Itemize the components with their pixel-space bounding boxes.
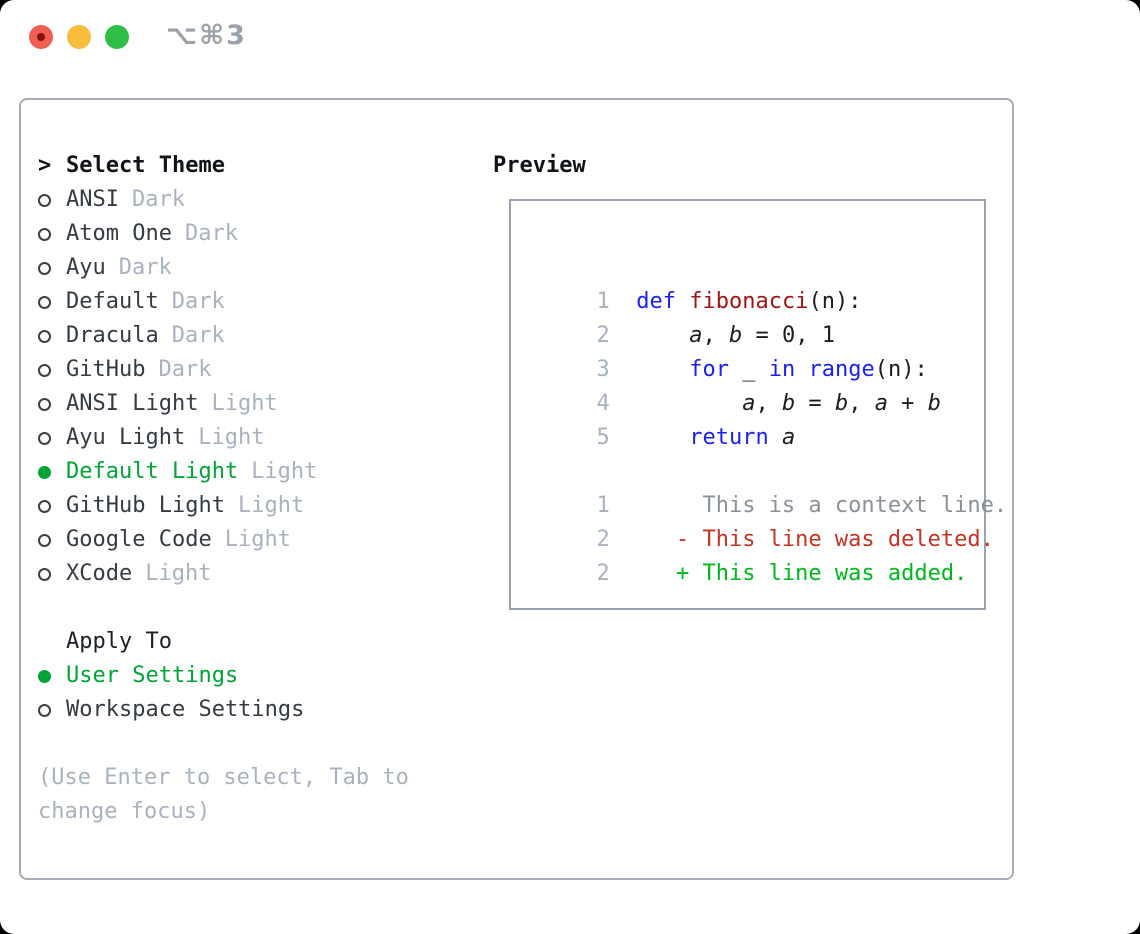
line-number: 1 [596, 493, 610, 518]
hint-text-line2: change focus) [38, 799, 211, 824]
code-line: 5 return a [596, 425, 796, 450]
radio-icon[interactable] [38, 533, 51, 547]
select-theme-header: > Select Theme [38, 149, 409, 183]
radio-icon[interactable] [38, 431, 51, 445]
record-dot-icon [37, 33, 45, 41]
radio-icon[interactable] [38, 261, 51, 275]
prompt-chevron-icon: > [38, 153, 52, 178]
line-number: 2 [596, 323, 610, 348]
theme-option-ayu-light[interactable]: Ayu Light Light [38, 421, 409, 455]
radio-icon[interactable] [38, 499, 51, 513]
line-number: 3 [596, 357, 610, 382]
theme-option-ayu-dark[interactable]: Ayu Dark [38, 251, 409, 285]
theme-option-ansi-dark[interactable]: ANSI Dark [38, 183, 409, 217]
theme-picker-panel [19, 98, 1014, 880]
apply-option-user-settings[interactable]: User Settings [38, 659, 409, 693]
line-number: 5 [596, 425, 610, 450]
theme-option-default-dark[interactable]: Default Dark [38, 285, 409, 319]
radio-icon[interactable] [38, 363, 51, 377]
radio-icon[interactable] [38, 227, 51, 241]
select-theme-title: Select Theme [66, 153, 225, 178]
radio-selected-icon[interactable] [38, 669, 51, 683]
theme-option-xcode-light[interactable]: XCode Light [38, 557, 409, 591]
line-number: 1 [596, 289, 610, 314]
hint-text-line1: (Use Enter to select, Tab to [38, 765, 409, 790]
radio-icon[interactable] [38, 567, 51, 581]
radio-icon[interactable] [38, 193, 51, 207]
theme-option-github-dark[interactable]: GitHub Dark [38, 353, 409, 387]
code-line: 3 for _ in range(n): [596, 357, 928, 382]
window-shortcut-label: ⌥⌘3 [166, 20, 247, 51]
window-controls [29, 25, 129, 49]
preview-title: Preview [493, 153, 586, 178]
zoom-button[interactable] [105, 25, 129, 49]
theme-option-dracula-dark[interactable]: Dracula Dark [38, 319, 409, 353]
theme-option-github-light[interactable]: GitHub Light Light [38, 489, 409, 523]
theme-option-atom-one-dark[interactable]: Atom One Dark [38, 217, 409, 251]
line-number: 4 [596, 391, 610, 416]
theme-option-default-light[interactable]: Default Light Light [38, 455, 409, 489]
code-line: 2 a, b = 0, 1 [596, 323, 835, 348]
code-line: 4 a, b = b, a + b [596, 391, 941, 416]
apply-option-workspace-settings[interactable]: Workspace Settings [38, 693, 409, 727]
radio-selected-icon[interactable] [38, 465, 51, 479]
radio-icon[interactable] [38, 703, 51, 717]
minimize-button[interactable] [67, 25, 91, 49]
theme-list: > Select Theme ANSI Dark Atom One Dark A… [38, 149, 409, 829]
diff-deleted-line: 2 - This line was deleted. [596, 527, 994, 552]
radio-icon[interactable] [38, 329, 51, 343]
theme-option-google-code-light[interactable]: Google Code Light [38, 523, 409, 557]
close-button[interactable] [29, 25, 53, 49]
line-number: 2 [596, 561, 610, 586]
diff-context-line: 1 This is a context line. [596, 493, 1008, 518]
code-line: 1 def fibonacci(n): [596, 289, 862, 314]
preview-pane: 1 def fibonacci(n): 2 a, b = 0, 1 3 for … [509, 199, 1008, 610]
theme-option-ansi-light[interactable]: ANSI Light Light [38, 387, 409, 421]
apply-to-header: Apply To [66, 629, 172, 654]
line-number: 2 [596, 527, 610, 552]
diff-added-line: 2 + This line was added. [596, 561, 968, 586]
radio-icon[interactable] [38, 295, 51, 309]
radio-icon[interactable] [38, 397, 51, 411]
